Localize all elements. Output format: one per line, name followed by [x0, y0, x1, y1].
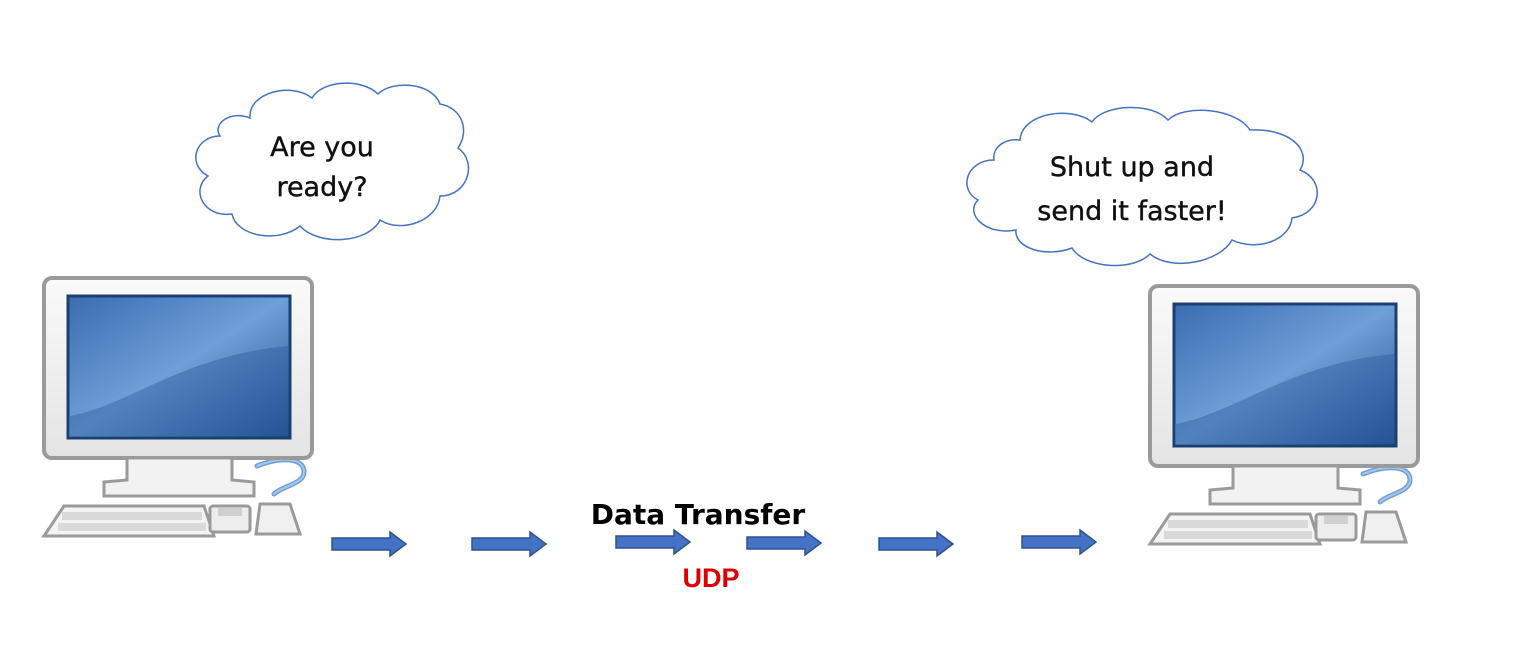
- right-thought-cloud: Shut up and send it faster!: [966, 106, 1318, 267]
- transfer-label: Data Transfer: [591, 498, 806, 531]
- right-thought-line-2: send it faster!: [1037, 196, 1226, 227]
- desktop-computer-icon: [44, 278, 312, 536]
- transfer-arrows: [331, 529, 1097, 557]
- protocol-label: UDP: [682, 563, 739, 593]
- right-arrow-icon: [331, 531, 407, 557]
- right-arrow-icon: [746, 530, 822, 556]
- desktop-computer-icon: [1150, 286, 1418, 544]
- left-thought-cloud: Are you ready?: [195, 82, 470, 241]
- right-thought-line-1: Shut up and: [1050, 152, 1214, 183]
- right-computer: [1150, 286, 1418, 544]
- right-arrow-icon: [615, 529, 691, 555]
- right-arrow-icon: [471, 531, 547, 557]
- left-thought-line-1: Are you: [270, 132, 374, 163]
- right-arrow-icon: [1021, 529, 1097, 555]
- left-thought-line-2: ready?: [276, 172, 367, 203]
- right-arrow-icon: [878, 531, 954, 557]
- left-computer: [44, 278, 312, 536]
